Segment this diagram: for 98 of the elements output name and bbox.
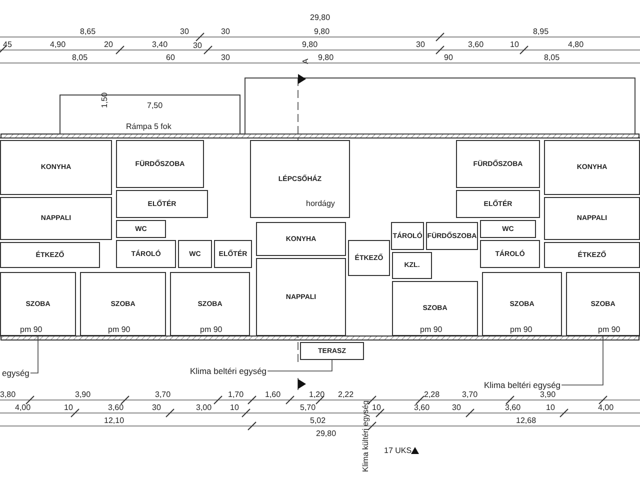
room-outline: [544, 242, 640, 268]
dimension-text: 9,80: [302, 41, 318, 49]
dimension-text: 29,80: [310, 14, 330, 22]
leader-line: [30, 336, 38, 374]
dimension-text: 5,02: [310, 417, 326, 425]
dimension-text: 9,80: [314, 28, 330, 36]
dimension-text: 30: [180, 28, 189, 36]
room-outline: [116, 240, 176, 268]
dimension-text: 10: [510, 41, 519, 49]
dimension-text: 12,68: [516, 417, 536, 425]
room-outline: [256, 258, 346, 336]
dimension-text: 30: [221, 28, 230, 36]
dimension-text: 8,65: [80, 28, 96, 36]
dimension-text: 30: [152, 404, 161, 412]
dimension-text: pm 90: [20, 326, 42, 334]
room-outline: [544, 140, 640, 195]
dimension-text: 10: [372, 404, 381, 412]
dimension-text: 3,60: [414, 404, 430, 412]
room-outline: [170, 272, 250, 336]
dimension-text: pm 90: [420, 326, 442, 334]
dimension-text: 4,90: [50, 41, 66, 49]
dimension-text: 4,00: [15, 404, 31, 412]
dimension-text: 8,95: [533, 28, 549, 36]
leader-line: [267, 360, 332, 372]
dimension-text: 8,05: [72, 54, 88, 62]
callout-text: Klima beltéri egység: [190, 366, 267, 376]
dimension-text: 5,70: [300, 404, 316, 412]
dimension-text: pm 90: [200, 326, 222, 334]
room-outline: [250, 140, 350, 218]
room-outline: [178, 240, 212, 268]
dimension-text: pm 90: [510, 326, 532, 334]
dimension-text: 3,90: [540, 391, 556, 399]
room-outline: [426, 222, 478, 250]
dimension-text: 10: [230, 404, 239, 412]
note-text: 17 UKS: [384, 447, 412, 455]
dimension-text: 10: [546, 404, 555, 412]
dimension-text: 45: [3, 41, 12, 49]
room-outline: [0, 197, 112, 240]
dimension-text: 3,00: [196, 404, 212, 412]
room-outline: [348, 240, 390, 276]
dimension-text: 7,50: [147, 102, 163, 110]
room-outline: [392, 252, 432, 279]
room-outline: [256, 222, 346, 256]
dimension-text: 4,00: [598, 404, 614, 412]
room-outline: [0, 140, 112, 195]
room-outline: [0, 272, 76, 336]
dimension-text: 3,60: [108, 404, 124, 412]
dimension-text: 20: [104, 41, 113, 49]
dimension-text: 3,80: [0, 391, 16, 399]
dimension-text: 90: [444, 54, 453, 62]
dimension-text: 1,70: [228, 391, 244, 399]
note-text: Rámpa 5 fok: [126, 123, 172, 131]
callout-text: Klima beltéri egység: [484, 380, 561, 390]
dimension-text: 30: [416, 41, 425, 49]
room-outline: [116, 220, 166, 238]
room-outline: [392, 281, 478, 336]
note-text: hordágy: [306, 200, 335, 208]
dimension-text: 2,22: [338, 391, 354, 399]
room-outline: [456, 190, 540, 218]
dimension-text: 30: [193, 42, 202, 50]
room-outline: [214, 240, 252, 268]
dimension-text: 3,70: [462, 391, 478, 399]
dimension-text: 1,60: [265, 391, 281, 399]
dimension-text: 29,80: [316, 430, 336, 438]
dimension-text: 3,60: [505, 404, 521, 412]
room-outline: [482, 272, 562, 336]
dimension-text: 3,60: [468, 41, 484, 49]
dimension-text: 9,80: [318, 54, 334, 62]
dimension-text: 3,90: [75, 391, 91, 399]
dimension-text: 3,70: [155, 391, 171, 399]
room-outline: [116, 140, 204, 188]
dimension-text: 30: [452, 404, 461, 412]
callout-text: egység: [2, 368, 30, 378]
room-outline: [544, 197, 640, 240]
dimension-text: 30: [221, 54, 230, 62]
dimension-text: 3,40: [152, 41, 168, 49]
dimension-text: pm 90: [108, 326, 130, 334]
room-outline: [566, 272, 640, 336]
room-outline: [300, 342, 364, 360]
dimension-text: 1,50: [101, 92, 109, 108]
section-mark: A: [302, 58, 310, 64]
dimension-text: 2,28: [424, 391, 440, 399]
room-outline: [480, 220, 536, 238]
callout-text: Klima kültéri egység: [362, 400, 370, 472]
room-outline: [391, 222, 424, 250]
dimension-text: 4,80: [568, 41, 584, 49]
room-outline: [80, 272, 166, 336]
room-outline: [0, 242, 100, 268]
room-outline: [116, 190, 208, 218]
dimension-text: 12,10: [104, 417, 124, 425]
dimension-text: 60: [166, 54, 175, 62]
dimension-text: 10: [64, 404, 73, 412]
dimension-text: 1,20: [309, 391, 325, 399]
dimension-text: 8,05: [544, 54, 560, 62]
room-outline: [480, 240, 540, 268]
dimension-text: pm 90: [598, 326, 620, 334]
leader-line: [561, 336, 604, 386]
room-outline: [456, 140, 540, 188]
